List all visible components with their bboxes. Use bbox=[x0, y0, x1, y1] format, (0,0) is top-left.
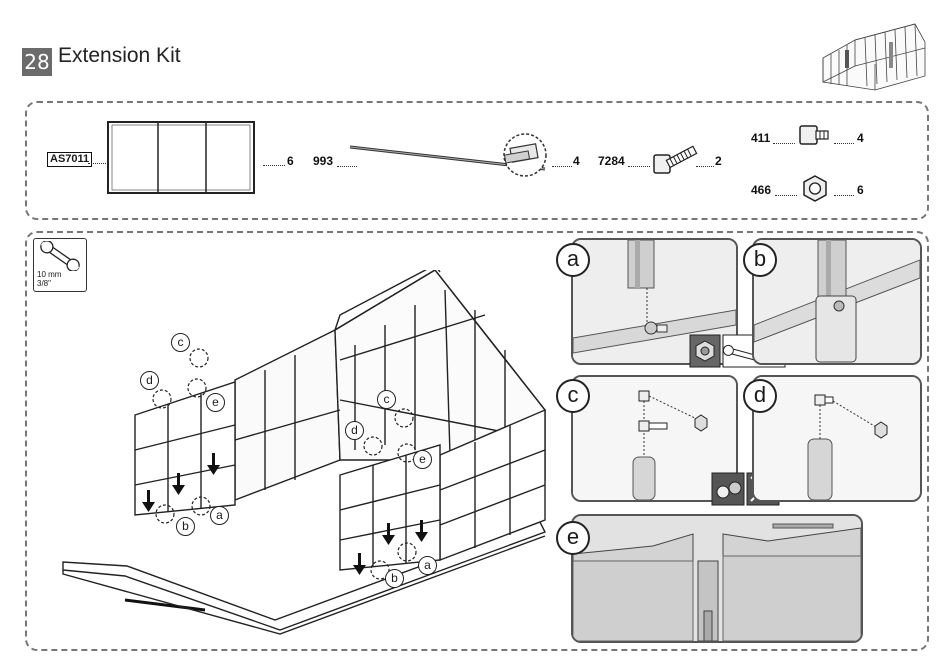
long-bolt-icon bbox=[650, 135, 702, 179]
leader-line bbox=[88, 163, 106, 164]
callout-b: b bbox=[176, 517, 195, 536]
qty-993: 4 bbox=[573, 154, 580, 168]
callout-a: a bbox=[418, 556, 437, 575]
leader-line bbox=[834, 143, 854, 144]
leader-line bbox=[775, 195, 797, 196]
short-bolt-icon bbox=[797, 121, 831, 151]
greenhouse-assembly-drawing bbox=[55, 270, 555, 640]
detail-e-panel bbox=[571, 514, 863, 643]
step-number-badge: 28 bbox=[22, 48, 52, 76]
callout-e: e bbox=[413, 450, 432, 469]
tool-size-imperial: 3/8" bbox=[37, 279, 51, 288]
leader-line bbox=[834, 195, 854, 196]
greenhouse-thumbnail-icon bbox=[815, 14, 927, 92]
leader-line bbox=[263, 165, 285, 166]
callout-d: d bbox=[140, 371, 159, 390]
wrench-icon bbox=[38, 241, 82, 271]
part-code-411: 411 bbox=[751, 131, 770, 145]
qty-466: 6 bbox=[857, 183, 864, 197]
callout-b: b bbox=[385, 569, 404, 588]
leader-line bbox=[552, 166, 572, 167]
leader-line bbox=[696, 166, 714, 167]
detail-label-e: e bbox=[556, 521, 590, 555]
qty-as7011: 6 bbox=[287, 154, 294, 168]
callout-c: c bbox=[171, 333, 190, 352]
qty-411: 4 bbox=[857, 131, 864, 145]
leader-line bbox=[628, 166, 650, 167]
part-code-7284: 7284 bbox=[598, 154, 625, 168]
part-code-as7011: AS7011 bbox=[47, 152, 92, 167]
leader-line bbox=[773, 143, 795, 144]
glazing-panel-icon bbox=[106, 120, 256, 195]
detail-label-b: b bbox=[743, 243, 777, 277]
callout-e: e bbox=[206, 393, 225, 412]
detail-label-a: a bbox=[556, 243, 590, 277]
part-code-466: 466 bbox=[751, 183, 771, 197]
callout-a: a bbox=[210, 506, 229, 525]
callout-c: c bbox=[377, 390, 396, 409]
detail-b-panel bbox=[752, 238, 922, 365]
detail-label-c: c bbox=[556, 379, 590, 413]
callout-d: d bbox=[345, 421, 364, 440]
qty-7284: 2 bbox=[715, 154, 722, 168]
detail-d-panel bbox=[752, 375, 922, 502]
strip-connector-icon bbox=[345, 133, 555, 183]
flange-nut-icon bbox=[800, 174, 830, 204]
page-title: Extension Kit bbox=[58, 44, 181, 68]
part-code-993: 993 bbox=[313, 154, 333, 168]
detail-label-d: d bbox=[743, 379, 777, 413]
